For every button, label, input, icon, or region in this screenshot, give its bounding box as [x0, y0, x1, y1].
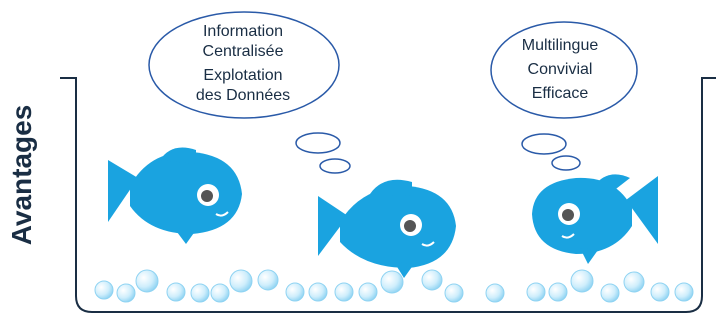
floor-bubbles [94, 269, 694, 303]
thought-bubble-right-tail-large [521, 133, 567, 155]
fish-center [318, 179, 456, 278]
thought-bubble-left-tail-large [295, 132, 341, 154]
fish-left [108, 147, 242, 244]
fish-right [532, 174, 658, 264]
thought-bubble-left-text: Information Centralisée Explotation des … [168, 22, 318, 106]
bubble-line: des Données [195, 87, 291, 104]
thought-bubble-left [148, 11, 340, 119]
tank-outline [60, 77, 716, 313]
bubble-line: Multilingue [521, 37, 599, 54]
bubble-line: Centralisée [202, 43, 284, 60]
bubble-line: Efficace [531, 85, 589, 102]
bubble-line: Explotation [203, 67, 283, 84]
thought-bubble-right-text: Multilingue Convivial Efficace [500, 36, 620, 104]
thought-bubble-right-tail-small [551, 155, 581, 171]
bubble-line: Information [202, 23, 284, 40]
thought-bubble-left-tail-small [319, 158, 351, 174]
bubble-line: Convivial [527, 61, 593, 78]
thought-bubble-right [490, 21, 638, 119]
